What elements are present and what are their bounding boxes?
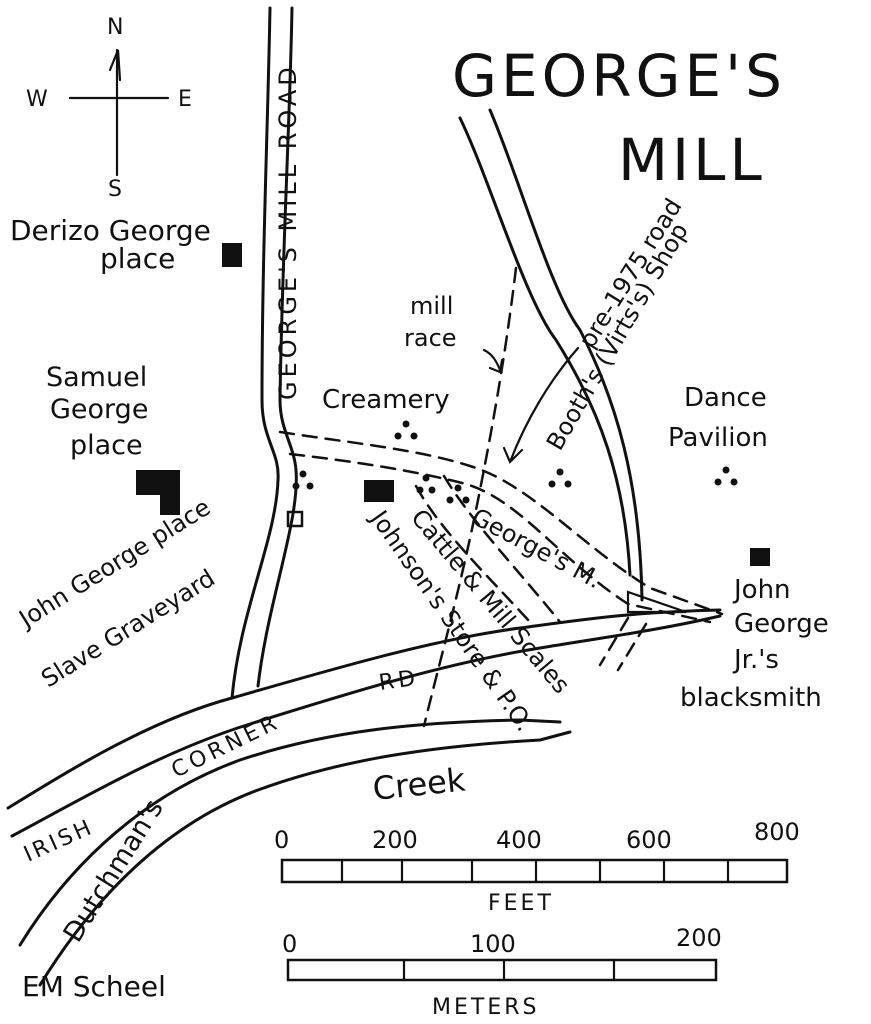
- john-george-house: [364, 480, 394, 502]
- creek-label: Creek: [371, 760, 468, 808]
- derizo-george-house: [222, 243, 242, 267]
- georges-mill-road-label: GEORGE'S MILL ROAD: [274, 63, 302, 400]
- mill-race-arrow: [482, 348, 504, 374]
- samuel-george-label-3: place: [70, 430, 143, 461]
- meters-tick-200: 200: [676, 924, 722, 952]
- creamery-label: Creamery: [322, 385, 450, 415]
- samuel-george-label-1: Samuel: [46, 362, 147, 393]
- compass-e: E: [178, 87, 192, 112]
- map-title-line2: MILL: [618, 126, 766, 194]
- north-road-east-edge: [488, 108, 644, 602]
- blacksmith-label-1: John: [732, 575, 791, 605]
- mill-building: [626, 590, 687, 614]
- dance-pavilion-label-2: Pavilion: [668, 423, 768, 453]
- dance-pavilion-site-icon: [714, 466, 738, 486]
- john-george-place-label: John George place: [13, 493, 216, 634]
- feet-tick-400: 400: [496, 826, 542, 854]
- meters-tick-0: 0: [282, 930, 297, 958]
- author-credit: EM Scheel: [22, 970, 166, 1003]
- compass-n: N: [107, 15, 123, 40]
- feet-tick-800: 800: [754, 818, 800, 846]
- samuel-george-label-2: George: [50, 394, 148, 425]
- booths-shop-site-icon: [548, 468, 572, 488]
- irish-corner-road-south-edge: [10, 614, 722, 838]
- blacksmith-label-3: Jr.'s: [732, 645, 779, 675]
- mill-race-label-1: mill: [410, 292, 453, 320]
- map-title-line1: GEORGE'S: [452, 42, 786, 110]
- feet-tick-0: 0: [274, 826, 289, 854]
- derizo-george-label-1: Derizo George: [10, 214, 211, 247]
- dutchmans-creek-south-bank: [38, 730, 572, 987]
- dutchmans-creek-north-bank: [18, 718, 562, 947]
- samuel-george-house: [136, 470, 180, 515]
- mill-roads-dashed: [278, 266, 724, 728]
- mill-race-label-2: race: [404, 324, 457, 352]
- rd-road-label: RD: [377, 666, 420, 696]
- buildings: [136, 243, 770, 566]
- georges-mill-road-east-edge: [256, 6, 298, 688]
- north-road-west-edge: [458, 116, 632, 577]
- compass-rose: N S E W: [26, 15, 192, 202]
- derizo-george-label-2: place: [100, 242, 175, 275]
- feet-tick-200: 200: [372, 826, 418, 854]
- blacksmith-label-4: blacksmith: [680, 683, 822, 713]
- blacksmith-shop: [750, 548, 770, 566]
- feet-unit-label: FEET: [488, 891, 554, 916]
- cattle-scales-site-icon: [446, 484, 470, 504]
- compass-w: W: [26, 87, 48, 112]
- georges-mill-road-west-edge: [230, 6, 280, 700]
- dance-pavilion-label-1: Dance: [684, 383, 767, 413]
- john-george-place-site-icon: [292, 470, 314, 490]
- scale-bar-meters: 0 100 200 METERS: [282, 924, 722, 1020]
- pre1975-road-arrow: [502, 346, 580, 464]
- site-markers: [292, 420, 738, 504]
- mill-race-line: [422, 266, 518, 728]
- meters-tick-100: 100: [470, 930, 516, 958]
- blacksmith-label-2: George: [734, 609, 829, 639]
- meters-unit-label: METERS: [432, 995, 539, 1020]
- johnsons-store-site-icon: [416, 474, 436, 494]
- feet-tick-600: 600: [626, 826, 672, 854]
- roads: [6, 6, 722, 987]
- creamery-site-icon: [394, 420, 418, 440]
- compass-s: S: [108, 177, 122, 202]
- irish-corner-road-north-edge: [6, 608, 722, 810]
- scale-bar-feet: 0 200 400 600 800 FEET: [274, 818, 800, 916]
- slave-graveyard-marker: [286, 510, 304, 528]
- arrows: [482, 346, 580, 464]
